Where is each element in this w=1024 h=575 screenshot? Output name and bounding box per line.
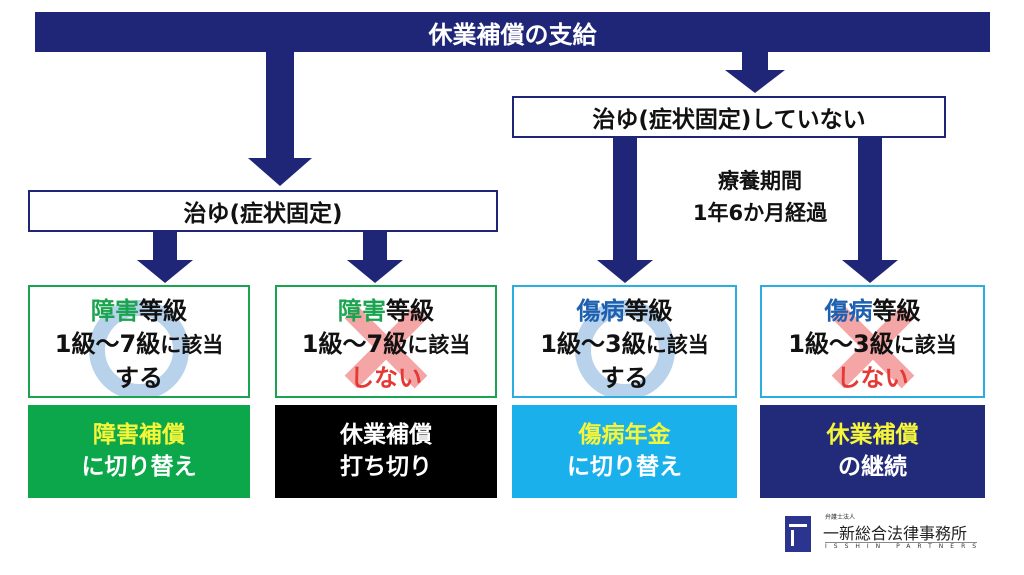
result-line1: 休業補償	[826, 422, 919, 448]
result-line1: 傷病年金	[578, 422, 671, 448]
condition-card: 障害等級 1級～7級に該当 する	[28, 285, 250, 398]
condition-card: 傷病等級 1級～3級に該当 しない	[760, 285, 985, 398]
logo: 弁護士法人 一新総合法律事務所 ISSHIN PARTNERS	[785, 512, 985, 557]
card-suffix: に該当	[407, 333, 471, 357]
not-cured-label: 治ゆ(症状固定)していない	[592, 107, 866, 133]
card-range: 1級～7級	[54, 330, 161, 358]
arrow-shaft	[266, 52, 294, 160]
card-last: する	[600, 364, 649, 392]
result-line2: に切り替え	[81, 454, 197, 480]
card-range: 1級～3級	[788, 330, 894, 358]
title-bar: 休業補償の支給	[35, 12, 990, 52]
cross-icon	[831, 305, 914, 389]
card-head-b: 等級	[386, 297, 434, 325]
period-line1: 療養期間	[718, 169, 802, 193]
result-box: 休業補償 打ち切り	[275, 405, 497, 498]
circle-icon	[574, 300, 675, 396]
result-line2: に切り替え	[567, 454, 682, 480]
arrow-head	[248, 158, 312, 186]
result-line1: 障害補償	[93, 422, 185, 448]
period-line2: 1年6か月経過	[692, 201, 828, 225]
cured-box: 治ゆ(症状固定)	[28, 190, 498, 232]
card-head-b: 等級	[139, 297, 187, 325]
period-label: 療養期間 1年6か月経過	[640, 165, 880, 229]
card-last: しない	[836, 364, 909, 392]
logo-name: 一新総合法律事務所	[823, 524, 968, 543]
condition-card: 傷病等級 1級～3級に該当 する	[512, 285, 737, 398]
cross-icon	[344, 305, 428, 389]
result-line2: 打ち切り	[340, 454, 432, 480]
card-suffix: に該当	[160, 333, 224, 357]
cured-label: 治ゆ(症状固定)	[183, 201, 343, 227]
logo-en: ISSHIN PARTNERS	[825, 542, 984, 550]
card-head-a: 障害	[91, 297, 139, 325]
card-head-a: 傷病	[824, 297, 873, 325]
card-range: 1級～3級	[540, 330, 646, 358]
card-head-a: 傷病	[576, 297, 625, 325]
card-last: しない	[350, 364, 422, 392]
card-suffix: に該当	[893, 333, 957, 357]
not-cured-box: 治ゆ(症状固定)していない	[512, 96, 946, 138]
result-box: 障害補償 に切り替え	[28, 405, 250, 498]
card-head-b: 等級	[872, 297, 921, 325]
card-head-a: 障害	[338, 297, 386, 325]
logo-emblem-icon	[785, 516, 811, 552]
condition-card: 障害等級 1級～7級に該当 しない	[275, 285, 497, 398]
card-last: する	[115, 364, 163, 392]
card-suffix: に該当	[645, 333, 709, 357]
card-head-b: 等級	[624, 297, 673, 325]
result-line2: の継続	[838, 454, 907, 480]
card-range: 1級～7級	[301, 330, 408, 358]
title: 休業補償の支給	[428, 20, 597, 49]
result-box: 傷病年金 に切り替え	[512, 405, 737, 498]
result-line1: 休業補償	[340, 422, 432, 448]
result-box: 休業補償 の継続	[760, 405, 985, 498]
circle-icon	[89, 300, 189, 396]
logo-small: 弁護士法人	[825, 514, 856, 521]
